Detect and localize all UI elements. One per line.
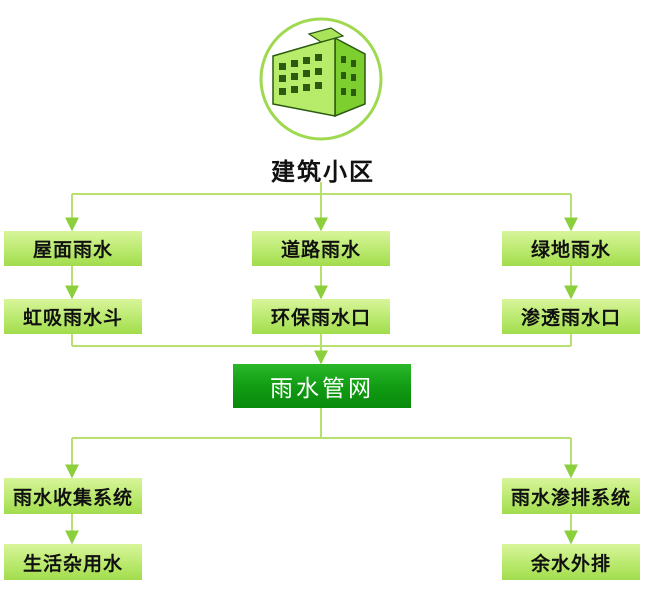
device-node-infiltration-inlet: 渗透雨水口 — [502, 299, 640, 334]
system-node-infiltration: 雨水渗排系统 — [502, 478, 640, 514]
source-node-roof: 屋面雨水 — [4, 231, 142, 266]
system-node-collection: 雨水收集系统 — [4, 478, 142, 514]
device-node-siphon-drain: 虹吸雨水斗 — [4, 299, 142, 334]
device-node-eco-inlet: 环保雨水口 — [252, 299, 390, 334]
outcome-node-domestic-use: 生活杂用水 — [4, 544, 142, 580]
source-node-road: 道路雨水 — [252, 231, 390, 266]
network-node: 雨水管网 — [233, 364, 411, 408]
source-node-greenland: 绿地雨水 — [502, 231, 640, 266]
apartment-building-icon — [259, 17, 383, 141]
outcome-node-discharge: 余水外排 — [502, 544, 640, 580]
root-title: 建筑小区 — [271, 158, 375, 186]
